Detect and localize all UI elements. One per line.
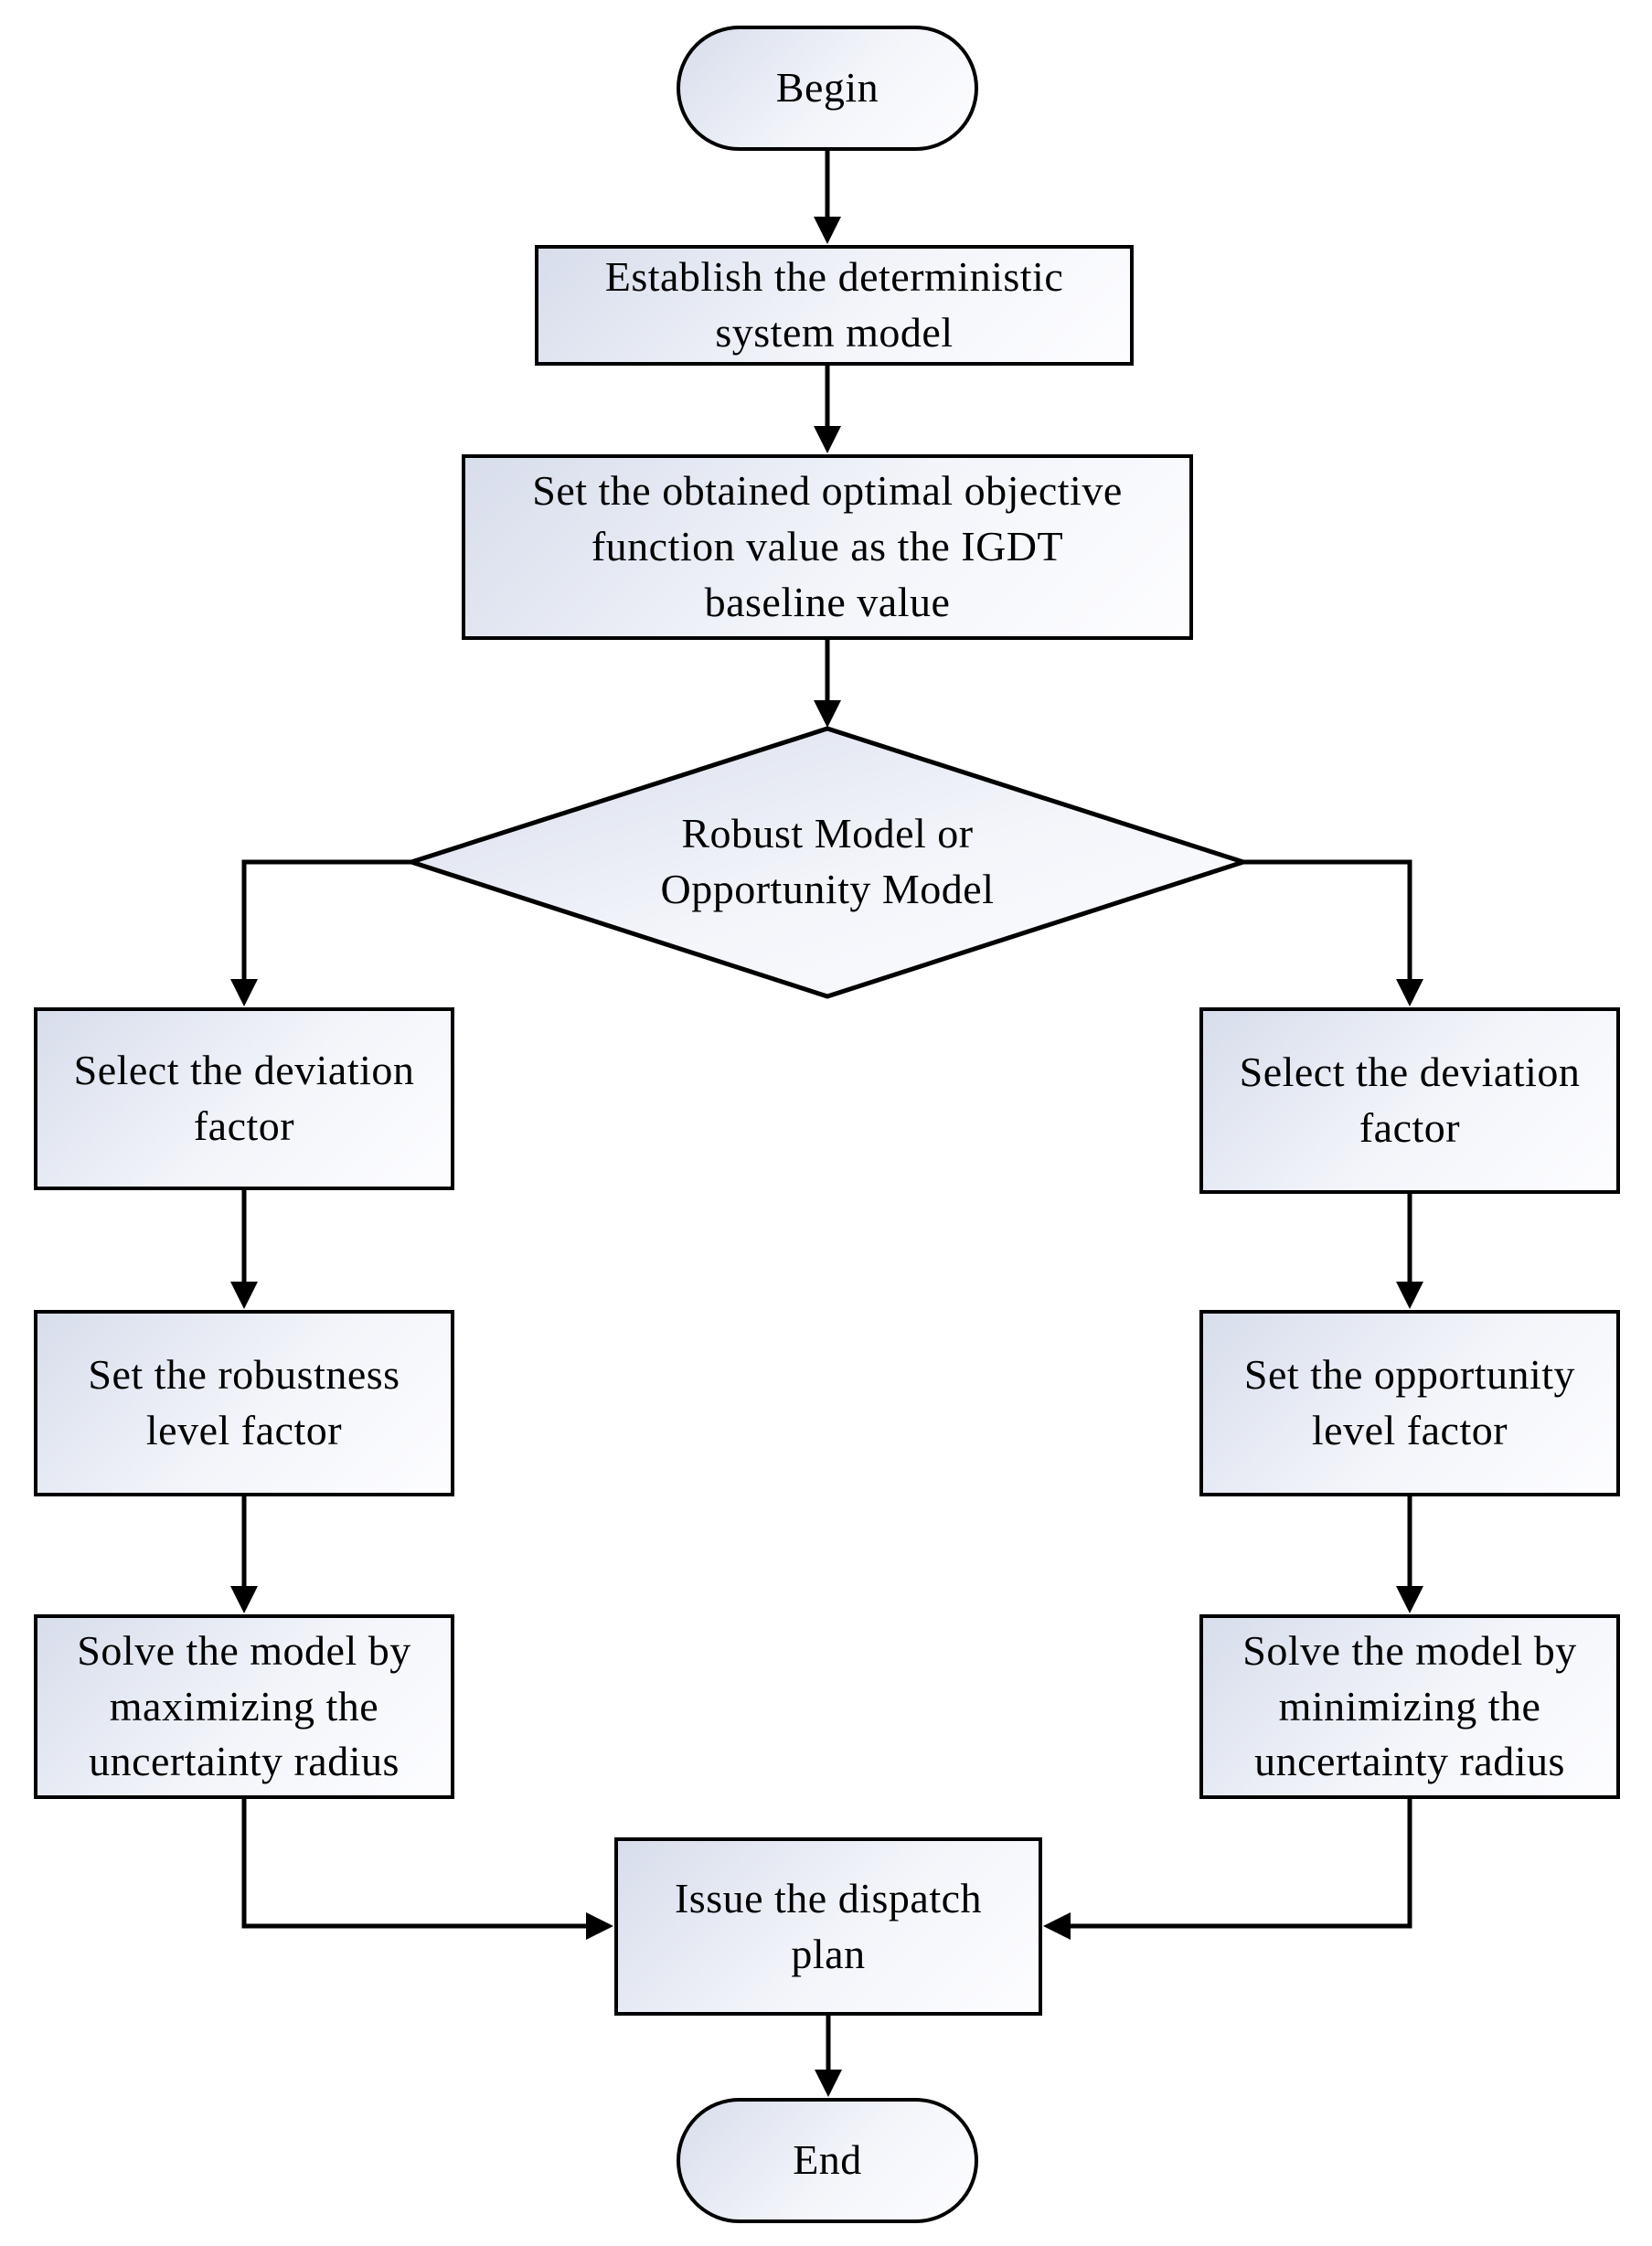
node-decision-label: Robust Model or Opportunity Model	[660, 810, 995, 912]
arrow-decision-to-right-select	[1243, 859, 1423, 1006]
node-end: End	[677, 2098, 978, 2223]
node-begin: Begin	[677, 26, 978, 151]
arrow-right-solve-to-issue	[1043, 1797, 1412, 1940]
node-igdt-baseline: Set the obtained optimal objective funct…	[462, 454, 1193, 640]
node-left-robustness-level: Set the robustness level factor	[34, 1310, 454, 1496]
decision-diamond-shape	[403, 726, 1252, 999]
node-right-select-deviation: Select the deviation factor	[1199, 1007, 1620, 1194]
node-establish-model: Establish the deterministic system model	[535, 245, 1134, 366]
node-right-opportunity-level: Set the opportunity level factor	[1199, 1310, 1620, 1496]
node-left-solve-maximize: Solve the model by maximizing the uncert…	[34, 1614, 454, 1799]
node-left-select-deviation: Select the deviation factor	[34, 1007, 454, 1190]
node-issue-dispatch-plan: Issue the dispatch plan	[614, 1837, 1042, 2016]
node-right-solve-minimize: Solve the model by minimizing the uncert…	[1199, 1614, 1620, 1799]
arrow-decision-to-left-select	[230, 859, 411, 1006]
arrow-left-solve-to-issue	[241, 1797, 613, 1940]
